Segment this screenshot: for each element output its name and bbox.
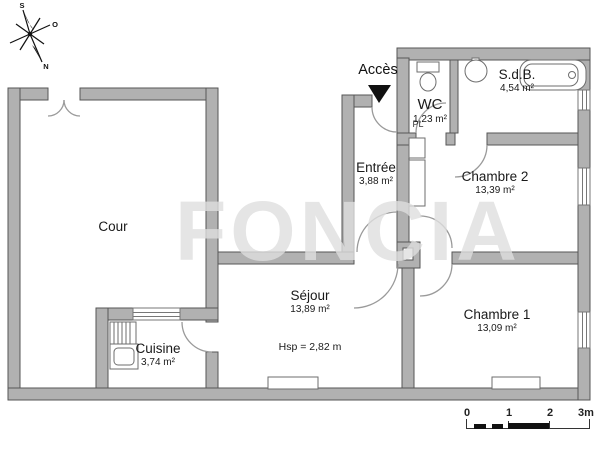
windows [132, 89, 591, 349]
bathroom-sink-icon [464, 57, 488, 83]
compass-label-north: N [43, 62, 49, 71]
wall-cour-left [7, 87, 21, 401]
wall-entry-vertical [396, 57, 410, 245]
bathtub-icon [519, 59, 587, 91]
door-wc [415, 102, 447, 134]
access-arrow-icon [368, 85, 391, 103]
room-area-chambre1: 13,09 m² [477, 323, 517, 334]
room-name-sejour: Séjour [290, 288, 330, 303]
door-sejour [353, 263, 399, 309]
closet-label: PL [412, 119, 424, 129]
window-sdb [577, 89, 591, 111]
wall-entree-left [341, 94, 355, 265]
compass-label-west: O [52, 20, 58, 29]
room-name-cour: Cour [98, 219, 128, 234]
room-label-wc: WC 1,23 m² [413, 96, 447, 125]
wall-cuisine-left [95, 307, 109, 389]
radiator-sejour [267, 376, 319, 390]
room-name-chambre2: Chambre 2 [461, 169, 529, 184]
room-label-sdb: S.d.B. 4,54 m² [499, 67, 536, 94]
scale-tick-0: 0 [463, 407, 471, 419]
scale-tick-1: 1 [505, 407, 513, 419]
wall-cuisine-top-b [179, 307, 219, 321]
door-gate-right [63, 99, 81, 117]
scale-bar-graphic [466, 419, 590, 429]
wall-sejour-chambre1 [401, 263, 415, 389]
wall-sejour-top [205, 251, 355, 265]
room-name-sdb: S.d.B. [498, 67, 536, 82]
window-chambre1 [577, 311, 591, 349]
door-arcs [47, 99, 488, 353]
door-entry [371, 106, 398, 133]
kitchen-sink-icon [109, 321, 139, 370]
room-name-cuisine: Cuisine [135, 341, 181, 356]
wall-top [396, 47, 591, 61]
room-label-cour: Cour [98, 219, 127, 235]
wall-cour-right-upper [205, 87, 219, 323]
room-label-chambre2: Chambre 2 13,39 m² [462, 169, 529, 196]
door-sdb [454, 144, 488, 178]
room-area-sdb: 4,54 m² [500, 83, 534, 94]
scale-tick-3: 3m [578, 407, 594, 419]
ceiling-height-label: Hsp = 2,82 m [278, 341, 342, 353]
compass-label-south: S [19, 1, 25, 10]
closet-pl [408, 137, 426, 207]
wall-cour-right-lower [205, 351, 219, 389]
room-label-entree: Entrée 3,88 m² [356, 160, 396, 187]
fixtures [109, 57, 587, 390]
room-name-wc: WC [417, 96, 443, 113]
compass-rose-icon [9, 9, 51, 63]
room-area-sejour: 13,89 m² [290, 304, 330, 315]
wall-wc-sdb-divider [449, 59, 459, 134]
room-area-chambre2: 13,39 m² [475, 185, 515, 196]
door-entree-swing [356, 211, 398, 253]
wall-bottom [7, 387, 591, 401]
room-name-entree: Entrée [356, 160, 396, 175]
toilet-icon [416, 61, 440, 92]
room-area-entree: 3,88 m² [359, 176, 393, 187]
door-chambre2 [419, 215, 453, 249]
room-area-wc: 1,23 m² [413, 114, 447, 125]
wall-sdb-bottom [486, 132, 579, 146]
scale-tick-2: 2 [546, 407, 554, 419]
room-label-cuisine: Cuisine 3,74 m² [135, 341, 180, 368]
wall-cour-top-right [79, 87, 219, 101]
wall-chambres-divider [451, 251, 579, 265]
window-chambre2 [577, 167, 591, 206]
wall-wc-bottom-b [445, 132, 456, 146]
door-gate-left [47, 99, 65, 117]
hub-post-inset [402, 247, 414, 261]
room-name-chambre1: Chambre 1 [463, 307, 531, 322]
room-label-sejour: Séjour 13,89 m² [290, 288, 329, 315]
door-chambre1 [419, 263, 453, 297]
room-area-cuisine: 3,74 m² [141, 357, 175, 368]
access-label: Accès [358, 62, 398, 78]
room-label-chambre1: Chambre 1 13,09 m² [464, 307, 531, 334]
door-cuisine [181, 321, 213, 353]
window-cuisine [132, 307, 181, 321]
radiator-chambre1 [491, 376, 541, 390]
